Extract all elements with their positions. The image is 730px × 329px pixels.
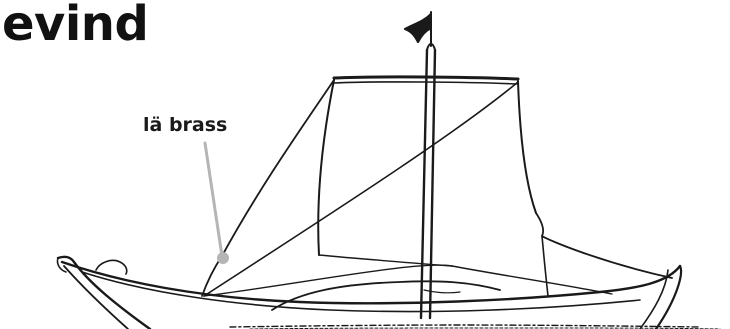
pennant — [405, 12, 431, 46]
label-leader — [205, 143, 229, 264]
mast — [421, 44, 435, 318]
square-sail — [272, 80, 672, 310]
rigging — [202, 80, 612, 296]
hull — [57, 257, 720, 329]
